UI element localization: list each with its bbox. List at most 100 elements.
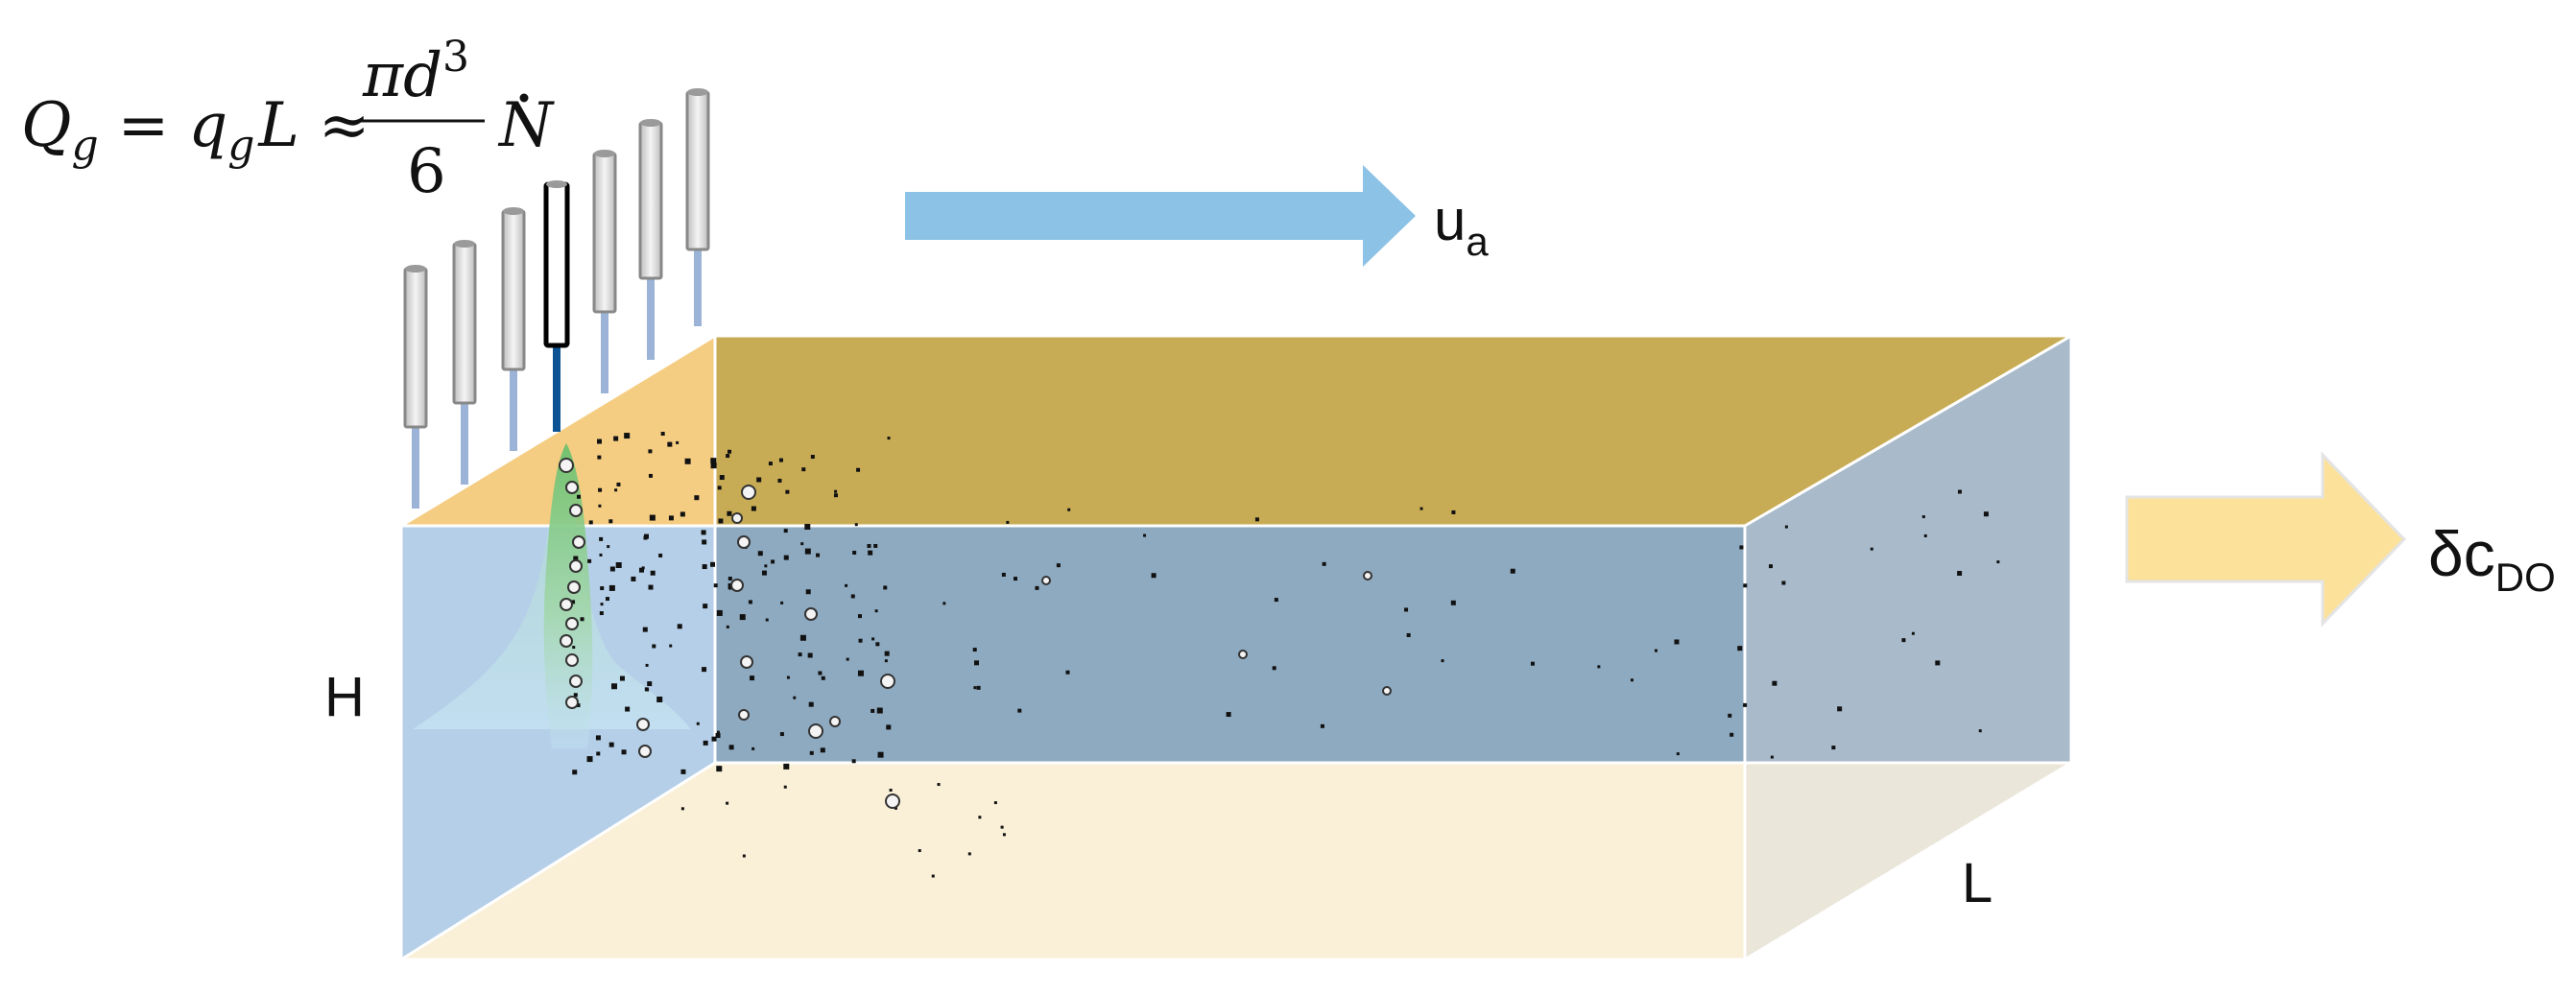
- particle: [851, 759, 856, 764]
- needle-stem: [510, 369, 517, 451]
- bubble: [638, 745, 652, 758]
- bubble: [740, 655, 753, 669]
- particle: [742, 854, 746, 858]
- particle: [858, 614, 863, 619]
- particle: [1737, 646, 1743, 651]
- particle: [726, 801, 729, 805]
- particle: [821, 675, 825, 680]
- particle: [751, 746, 755, 750]
- particle: [616, 482, 621, 486]
- bubble: [565, 653, 579, 667]
- particle: [1404, 607, 1409, 612]
- particle: [625, 706, 631, 712]
- particle: [716, 766, 723, 772]
- particle: [571, 600, 576, 604]
- particle: [1450, 600, 1456, 605]
- particle: [598, 504, 602, 508]
- particle: [785, 489, 790, 494]
- needle-stem: [553, 345, 561, 432]
- bubble: [1382, 686, 1392, 696]
- bubble: [569, 559, 583, 573]
- particle: [1957, 571, 1963, 577]
- particle: [820, 747, 825, 753]
- needle-stem: [647, 278, 655, 360]
- particle: [668, 515, 674, 521]
- equation-lhs: Qg=qgL≈: [21, 90, 370, 170]
- particle: [1056, 563, 1061, 568]
- bubble: [569, 675, 583, 688]
- eq-denominator: 6: [407, 136, 446, 207]
- particle: [1837, 706, 1843, 712]
- particle: [597, 455, 602, 460]
- eq-q: q: [188, 90, 227, 161]
- bubble: [731, 512, 743, 524]
- particle: [816, 553, 821, 557]
- eq-Q: Q: [21, 90, 71, 161]
- particle: [780, 601, 784, 604]
- needle-cap: [405, 265, 426, 272]
- particle: [573, 556, 579, 561]
- particle: [696, 722, 700, 725]
- bubble: [808, 723, 823, 739]
- bubble: [567, 580, 581, 594]
- particle: [1743, 702, 1748, 707]
- needle-body: [452, 242, 477, 405]
- bubble: [1041, 576, 1051, 585]
- particle: [710, 458, 717, 464]
- particle: [727, 510, 732, 516]
- bubble: [738, 709, 750, 721]
- particle: [649, 514, 656, 521]
- particle: [608, 584, 615, 591]
- gas-bubbles: [559, 458, 1392, 809]
- particle: [642, 627, 648, 632]
- bubble: [885, 794, 900, 809]
- diffuser-needle: [403, 265, 428, 509]
- diffuser-needle: [452, 240, 477, 485]
- particle: [973, 686, 977, 690]
- particle: [1006, 520, 1010, 524]
- particle: [874, 609, 878, 613]
- diffuser-needle: [592, 150, 617, 393]
- bubble: [1238, 650, 1248, 659]
- particle: [1441, 659, 1444, 663]
- particle: [1035, 585, 1039, 590]
- particle: [587, 558, 592, 563]
- particle: [1419, 507, 1423, 510]
- particle: [711, 736, 717, 742]
- particle: [778, 458, 783, 462]
- particle: [856, 467, 861, 472]
- particle: [756, 477, 762, 483]
- eq-approx: ≈: [319, 90, 370, 161]
- bubble: [559, 458, 574, 473]
- particle: [804, 524, 811, 531]
- particle: [1406, 632, 1411, 637]
- particle: [728, 745, 734, 750]
- oxygen-output-arrow: [2125, 451, 2407, 628]
- particle: [809, 750, 814, 755]
- tank-right-face: [1745, 336, 2071, 763]
- particle: [993, 801, 997, 805]
- particle: [1143, 533, 1147, 537]
- eq-equals: =: [118, 90, 170, 161]
- bubble: [730, 579, 744, 592]
- needle-body: [501, 209, 526, 371]
- particle: [647, 681, 653, 687]
- particle: [648, 449, 653, 454]
- particle: [650, 570, 656, 576]
- diffuser-needle-active: [543, 180, 570, 432]
- needle-stem: [461, 403, 468, 485]
- particle: [857, 670, 864, 676]
- particle: [1013, 577, 1017, 581]
- particle: [942, 602, 946, 605]
- delta-main: δc: [2428, 518, 2495, 589]
- particle: [1272, 666, 1276, 671]
- bubble: [572, 535, 585, 549]
- needle-stem: [412, 427, 419, 509]
- particle: [834, 489, 838, 493]
- needle-body: [543, 181, 570, 348]
- particle: [1320, 723, 1324, 728]
- particle: [846, 657, 849, 661]
- particle: [710, 462, 717, 469]
- tank-edges: [399, 334, 2077, 961]
